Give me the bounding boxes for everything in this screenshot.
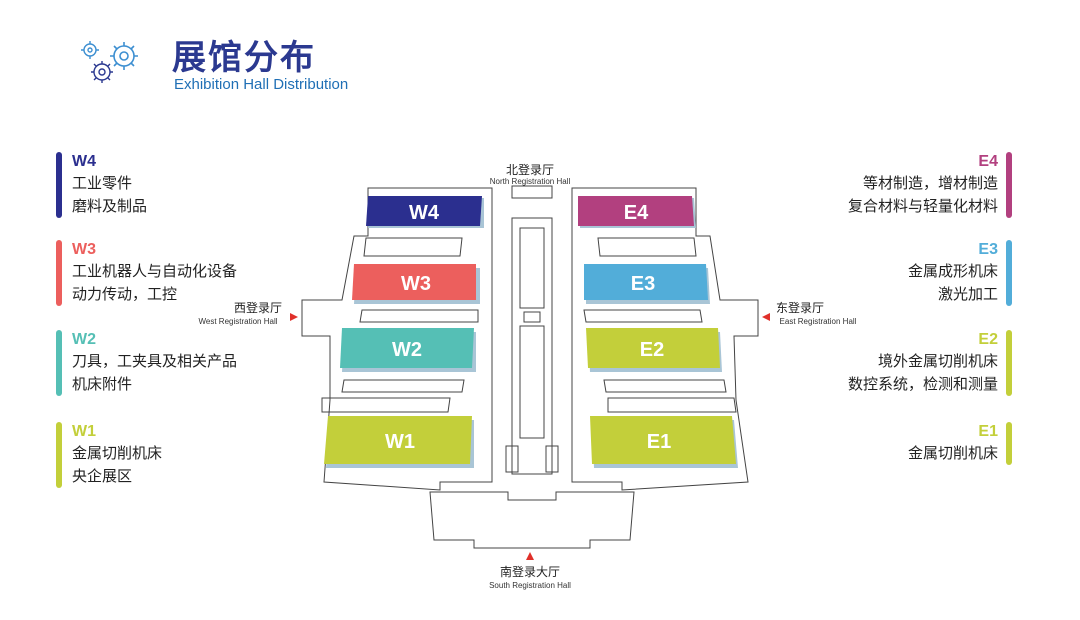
south-hall-outline — [429, 491, 635, 549]
legend-line: 数控系统，检测和测量 — [847, 375, 998, 393]
svg-text:西登录厅: 西登录厅 — [234, 300, 282, 315]
legend-code: W4 — [72, 153, 96, 170]
legend-line: 金属切削机床 — [907, 444, 998, 462]
hall-e4[interactable]: E4 — [578, 196, 696, 228]
legend-w2: W2 刀具，工夹具及相关产品 机床附件 — [56, 330, 312, 396]
legend-line: 等材制造，增材制造 — [862, 174, 998, 192]
legend-color-bar — [56, 240, 62, 306]
legend-e1: E1 金属切削机床 — [758, 422, 1012, 465]
legend-code: E3 — [978, 241, 998, 258]
legend-line: 动力传动，工控 — [72, 285, 178, 303]
legend-e2: E2 境外金属切削机床 数控系统，检测和测量 — [758, 330, 1012, 396]
legend-color-bar — [56, 152, 62, 218]
hall-w1[interactable]: W1 — [324, 416, 474, 468]
arrow-icon — [290, 313, 298, 321]
legend-line: 机床附件 — [72, 375, 133, 393]
south-registration-label: 南登录大厅 South Registration Hall — [489, 552, 571, 590]
north-registration-label: 北登录厅 North Registration Hall — [490, 162, 571, 186]
legend-w1: W1 金属切削机床 央企展区 — [56, 422, 312, 488]
hall-e4-label: E4 — [624, 202, 649, 224]
arrow-icon — [526, 552, 534, 560]
legend-code: E2 — [978, 331, 998, 348]
legend-line: 工业机器人与自动化设备 — [72, 262, 238, 280]
page-subtitle: Exhibition Hall Distribution — [174, 76, 349, 93]
west-wing-outline — [301, 187, 493, 491]
hall-w3[interactable]: W3 — [352, 264, 480, 304]
svg-text:东登录厅: 东登录厅 — [776, 300, 824, 315]
legend-w3: W3 工业机器人与自动化设备 动力传动，工控 — [56, 240, 312, 306]
legend-e3: E3 金属成形机床 激光加工 — [758, 240, 1012, 306]
legend-color-bar — [1006, 330, 1012, 396]
legend-e4: E4 等材制造，增材制造 复合材料与轻量化材料 — [758, 152, 1012, 218]
east-registration-label: 东登录厅 East Registration Hall — [762, 300, 857, 326]
legend-line: 央企展区 — [72, 467, 133, 485]
legend-line: 金属切削机床 — [72, 444, 163, 462]
center-spine — [511, 217, 553, 475]
svg-text:北登录厅: 北登录厅 — [506, 162, 554, 177]
legend-code: W1 — [72, 423, 96, 440]
svg-text:North Registration Hall: North Registration Hall — [490, 177, 571, 186]
hall-e3-label: E3 — [631, 273, 655, 295]
hall-w1-label: W1 — [385, 431, 415, 453]
legend-color-bar — [1006, 240, 1012, 306]
svg-text:East Registration Hall: East Registration Hall — [780, 317, 857, 326]
legend-color-bar — [56, 330, 62, 396]
hall-e3[interactable]: E3 — [584, 264, 710, 304]
legend-line: 刀具，工夹具及相关产品 — [72, 352, 238, 370]
svg-text:West Registration Hall: West Registration Hall — [199, 317, 278, 326]
svg-text:South Registration Hall: South Registration Hall — [489, 581, 571, 590]
hall-e2[interactable]: E2 — [586, 328, 722, 372]
legend-line: 磨料及制品 — [72, 197, 148, 215]
legend-line: 工业零件 — [72, 174, 133, 192]
hall-w2-label: W2 — [392, 339, 422, 361]
legend-w4: W4 工业零件 磨料及制品 — [56, 152, 312, 218]
hall-w4-label: W4 — [409, 202, 440, 224]
legend-code: W3 — [72, 241, 96, 258]
hall-e1-label: E1 — [647, 431, 671, 453]
hall-e1[interactable]: E1 — [590, 416, 738, 468]
arrow-icon — [762, 313, 770, 321]
legend-color-bar — [56, 422, 62, 488]
legend-code: E4 — [978, 153, 998, 170]
legend-line: 激光加工 — [937, 285, 998, 303]
hall-w3-label: W3 — [401, 273, 431, 295]
legend-color-bar — [1006, 422, 1012, 465]
legend-code: E1 — [978, 423, 998, 440]
legend-line: 复合材料与轻量化材料 — [847, 197, 998, 215]
hall-w4[interactable]: W4 — [366, 196, 484, 228]
page-title: 展馆分布 — [172, 38, 316, 78]
svg-text:南登录大厅: 南登录大厅 — [500, 564, 560, 579]
hall-w2[interactable]: W2 — [340, 328, 476, 372]
east-wing-outline — [571, 187, 759, 491]
gear-icon — [78, 36, 150, 88]
legend-line: 境外金属切削机床 — [877, 352, 998, 370]
legend-line: 金属成形机床 — [907, 262, 998, 280]
legend-code: W2 — [72, 331, 96, 348]
hall-e2-label: E2 — [640, 339, 664, 361]
west-registration-label: 西登录厅 West Registration Hall — [199, 300, 298, 326]
legend-color-bar — [1006, 152, 1012, 218]
